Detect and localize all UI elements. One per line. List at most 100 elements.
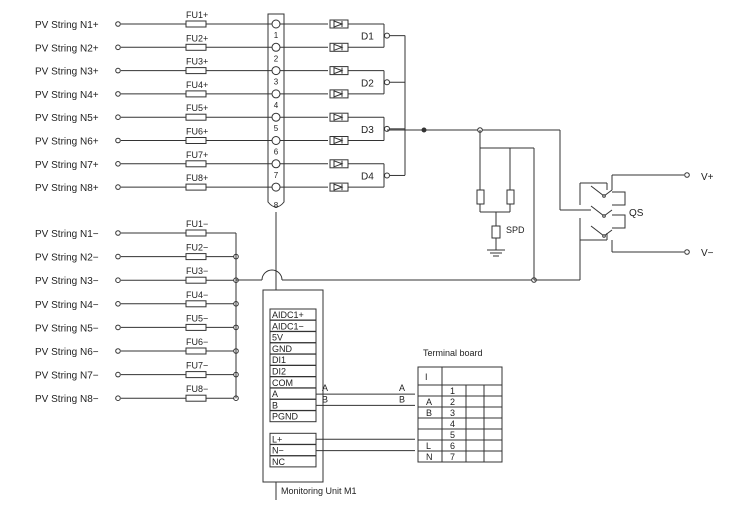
monitoring-unit-terminal-label: AIDC1+ [272, 310, 304, 320]
negative-string-label: PV String N3− [35, 276, 99, 287]
terminal-board-cell [465, 406, 485, 419]
spd-ground-element [491, 225, 501, 239]
terminal-strip-number: 3 [274, 78, 279, 87]
switch-pivot [602, 194, 606, 198]
fuse-label: FU8− [186, 384, 208, 394]
diode-pair-label: D1 [361, 32, 374, 43]
monitoring-unit-terminal [269, 410, 317, 423]
positive-string-label: PV String N3+ [35, 67, 99, 78]
fuse [185, 347, 207, 355]
spd-element [506, 189, 515, 205]
diode-symbol [333, 160, 344, 168]
input-terminal-circle [115, 21, 121, 27]
input-terminal-circle [115, 67, 121, 74]
qs-label: QS [629, 208, 644, 219]
terminal-board-cell [483, 384, 503, 397]
fuse [185, 43, 207, 51]
monitoring-unit-title: Monitoring Unit M1 [281, 486, 357, 496]
spd-label: SPD [506, 225, 525, 235]
diode-pair-junction [384, 172, 390, 179]
terminal-board-row-number: 1 [450, 386, 455, 396]
fuse-label: FU4− [186, 290, 208, 300]
terminal-board-left-cell [417, 417, 443, 430]
diode-pair-label: D4 [361, 171, 374, 182]
fuse [185, 183, 207, 191]
negative-string-label: PV String N2− [35, 253, 99, 264]
switch-blade [590, 225, 605, 237]
terminal-strip-number: 7 [274, 171, 279, 180]
diode-pair-junction [384, 79, 390, 86]
fuse-label: FU4+ [186, 80, 208, 90]
positive-string-label: PV String N1+ [35, 20, 99, 31]
junction-dot [421, 127, 427, 133]
fuse [185, 160, 207, 168]
spd-element [476, 189, 485, 205]
negative-string-label: PV String N8− [35, 394, 99, 405]
fuse [185, 113, 207, 121]
terminal-strip-number: 5 [274, 124, 279, 133]
fuse [185, 137, 207, 144]
diode-body [329, 159, 349, 169]
diode-body [329, 19, 349, 29]
terminal-board-row-number: 2 [450, 397, 455, 407]
qs-mechanism [612, 214, 626, 229]
terminal-board-cell [465, 384, 485, 397]
fuse-label: FU7+ [186, 150, 208, 160]
terminal-board-row-number: 3 [450, 408, 455, 418]
diode-body [329, 42, 349, 52]
input-terminal-circle [115, 277, 121, 284]
terminal-board-cell [483, 439, 503, 452]
monitoring-unit-terminal-label: L+ [272, 434, 282, 444]
input-terminal-circle [115, 230, 121, 236]
diode-pair-junction [384, 32, 390, 39]
positive-string-label: PV String N6+ [35, 137, 99, 148]
terminal-board-row-label: B [426, 408, 432, 418]
positive-string-label: PV String N5+ [35, 113, 99, 124]
terminal-screw [271, 136, 281, 145]
terminal-board-row-number: 6 [450, 441, 455, 451]
monitoring-unit-terminal-label: AIDC1− [272, 321, 304, 331]
terminal-board-cell [483, 450, 503, 463]
fuse-label: FU6+ [186, 127, 208, 137]
terminal-screw [271, 112, 281, 122]
input-terminal-circle [115, 324, 121, 331]
fuse [185, 394, 207, 402]
input-terminal-circle [115, 44, 121, 51]
wire-label-a: A [399, 383, 405, 393]
fuse [185, 67, 207, 75]
terminal-board-cell [465, 417, 485, 430]
input-terminal-circle [115, 348, 121, 354]
terminal-strip-number: 8 [274, 201, 279, 210]
input-terminal-circle [115, 114, 121, 120]
diode-body [329, 112, 349, 122]
terminal-board-row-label: N [426, 452, 433, 462]
diode-body [329, 89, 349, 99]
fuse-label: FU7− [186, 361, 208, 371]
diode-symbol [333, 90, 344, 98]
output-terminal-circle [684, 249, 690, 255]
monitoring-unit-terminal-label: NC [272, 457, 285, 467]
terminal-board-title: Terminal board [423, 348, 483, 358]
diode-body [329, 182, 349, 192]
fuse [185, 323, 207, 331]
switch-pivot [602, 214, 606, 218]
qs-mechanism [612, 191, 626, 206]
terminal-board-left-cell [417, 384, 443, 397]
terminal-screw [271, 42, 281, 52]
negative-string-label: PV String N6− [35, 347, 99, 358]
monitoring-unit-terminal-label: DI1 [272, 355, 286, 365]
monitoring-unit-terminal-label: DI2 [272, 367, 286, 377]
fuse-label: FU3+ [186, 57, 208, 67]
monitoring-unit-terminal-label: COM [272, 378, 293, 388]
terminal-screw [271, 89, 281, 99]
fuse [185, 371, 207, 379]
monitoring-unit-terminal-label: A [272, 389, 278, 399]
terminal-board-row-number: 5 [450, 430, 455, 440]
fuse-label: FU3− [186, 266, 208, 276]
bus-label-a: A [322, 383, 328, 393]
diode-symbol [333, 43, 344, 52]
negative-string-label: PV String N5− [35, 323, 99, 334]
diode-pair-label: D3 [361, 125, 374, 136]
